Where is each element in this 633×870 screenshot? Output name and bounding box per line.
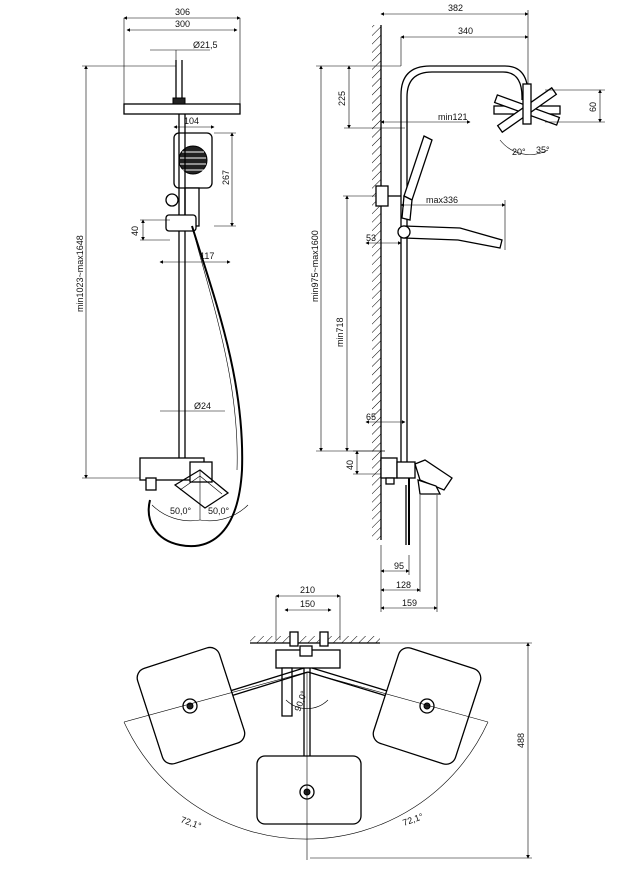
dim-front-height: min1023~max1648 [75,235,85,312]
overhead-head-side [493,83,561,134]
dim-128: 128 [396,580,411,590]
dim-382: 382 [448,3,463,13]
angle-top-left: 72,1° [179,814,203,831]
angle-20: 20° [512,147,526,157]
dim-min121: min121 [438,112,468,122]
dim-340: 340 [458,26,473,36]
slider-handle-side [403,225,503,249]
angle-top-right: 72,1° [401,811,425,828]
dim-40: 40 [130,226,140,236]
dim-53: 53 [366,233,376,243]
dim-225: 225 [337,91,347,106]
wall [372,25,381,540]
dim-267: 267 [221,170,231,185]
dim-40-side: 40 [345,460,355,470]
angle-front-left: 50,0° [170,506,192,516]
dim-d21-5: Ø21,5 [193,40,218,50]
shower-hose [147,225,244,548]
dim-306: 306 [175,7,190,17]
dim-side-height: min975~max1600 [310,230,320,302]
dim-65: 65 [366,412,376,422]
dim-488: 488 [516,733,526,748]
dim-d24: Ø24 [194,401,211,411]
wall-top [250,636,380,643]
dim-117: 117 [200,251,214,261]
dim-210: 210 [300,585,315,595]
mixer-body-side [380,457,398,479]
dim-159: 159 [402,598,417,608]
angle-35: 35° [536,145,550,155]
dim-60: 60 [588,102,598,112]
overhead-shower-head [123,103,241,115]
shower-arm [400,65,529,466]
side-view: 382 340 20° 35° 60 225 min121 [310,3,605,612]
dim-300: 300 [175,19,190,29]
angle-front-right: 50,0° [208,506,230,516]
dim-min718: min718 [335,317,345,347]
dim-150: 150 [300,599,315,609]
top-view: 210 150 72,1° 72,1° [123,585,532,860]
dim-max336: max336 [426,195,458,205]
hand-shower-side [403,135,433,201]
front-view: 306 300 Ø21,5 104 267 [75,7,249,548]
dim-104: 104 [184,116,199,126]
dim-95: 95 [394,561,404,571]
